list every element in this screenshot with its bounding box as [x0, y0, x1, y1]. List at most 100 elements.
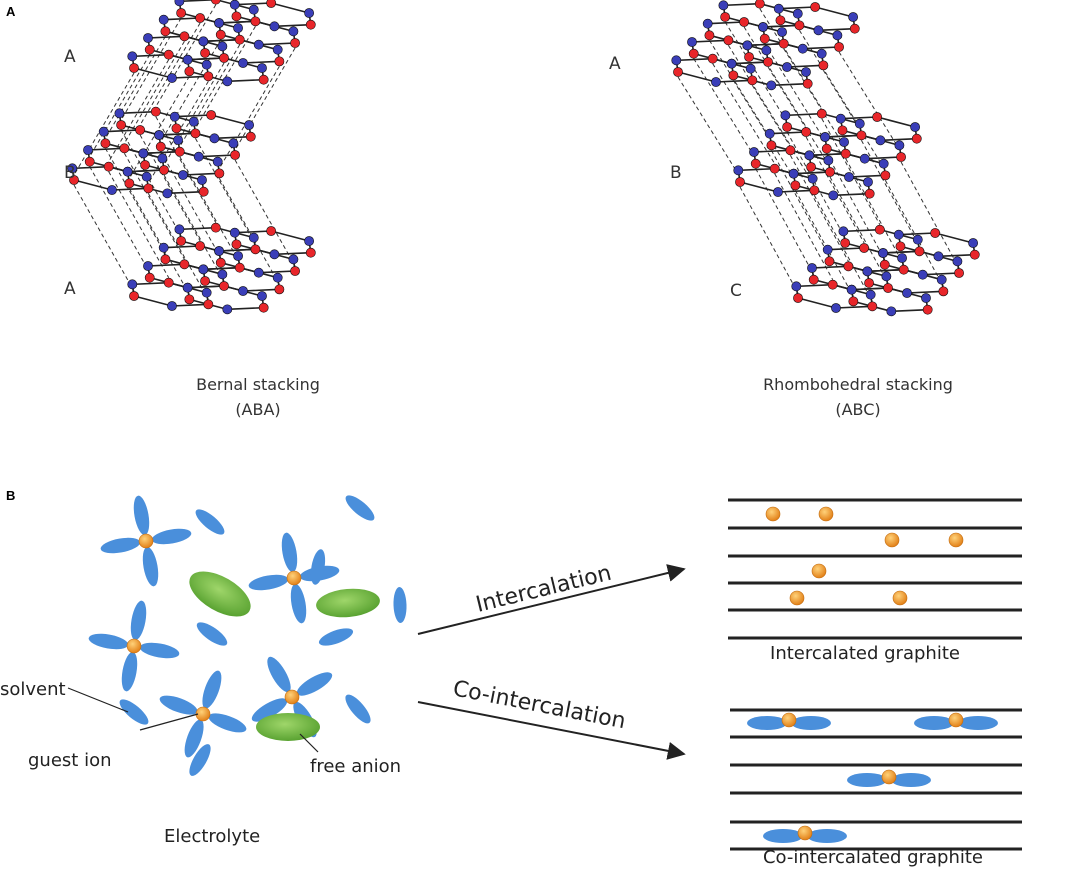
solvation-shell-molecule: [130, 600, 147, 641]
interlayer-dashed-line: [123, 41, 185, 144]
interlayer-dashed-line: [759, 8, 823, 109]
carbon-atom-b: [269, 249, 280, 260]
carbon-atom-a: [818, 60, 829, 71]
carbon-atom-b: [764, 128, 775, 139]
carbon-atom-a: [198, 186, 209, 197]
interlayer-dashed-line: [73, 184, 135, 292]
interlayer-dashed-line: [195, 138, 256, 245]
carbon-atom-b: [902, 288, 912, 298]
carbon-atom-b: [209, 133, 220, 144]
solvent-molecule: [345, 495, 375, 521]
carbon-atom-a: [184, 294, 195, 305]
carbon-atom-a: [124, 178, 135, 189]
carbon-atom-b: [742, 40, 753, 51]
carbon-atom-a: [274, 284, 285, 295]
solvation-shell-molecule: [267, 656, 291, 693]
carbon-atom-a: [84, 156, 95, 167]
carbon-atom-a: [219, 53, 229, 63]
carbon-atom-a: [245, 131, 256, 142]
interlayer-dashed-line: [160, 39, 222, 142]
carbon-atom-b: [244, 120, 255, 130]
carbon-atom-b: [127, 279, 138, 290]
interlayer-dashed-line: [234, 47, 296, 151]
carbon-atom-a: [200, 48, 210, 58]
graphene-layer-3: [791, 224, 980, 317]
solvation-shell-molecule: [121, 651, 138, 692]
carbon-atom-b: [831, 303, 841, 313]
graphene-layer-2: [67, 106, 256, 199]
co-intercalated-solvent: [807, 829, 847, 843]
co-intercalated-solvent: [914, 716, 954, 730]
carbon-atom-a: [864, 278, 874, 288]
bernal-stacking-lattice: [67, 0, 316, 315]
carbon-atom-b: [733, 165, 744, 176]
carbon-atom-a: [825, 167, 835, 177]
carbon-atom-a: [210, 0, 221, 5]
carbon-atom-a: [206, 110, 217, 120]
carbon-atom-b: [188, 116, 199, 127]
carbon-atom-b: [83, 145, 93, 155]
carbon-atom-b: [67, 163, 78, 174]
solvent-molecule: [318, 628, 354, 646]
carbon-atom-b: [933, 251, 944, 262]
solvation-shell-molecule: [290, 583, 307, 624]
interlayer-dashed-line: [108, 171, 170, 278]
panel-a-letter: A: [6, 4, 16, 19]
interlayer-dashed-line: [799, 30, 862, 131]
carbon-atom-b: [711, 77, 721, 87]
carbon-atom-a: [274, 56, 285, 67]
bernal-caption-line2: (ABA): [235, 400, 280, 419]
interlayer-dashed-line: [155, 116, 217, 223]
interlayer-dashed-line: [108, 59, 170, 162]
carbon-atom-a: [200, 276, 210, 286]
carbon-atom-a: [778, 38, 789, 49]
interlayer-dashed-line: [821, 118, 881, 225]
carbon-atom-a: [775, 15, 786, 26]
carbon-atom-b: [304, 236, 315, 246]
intercalated-ion: [811, 563, 827, 579]
carbon-atom-b: [894, 140, 905, 151]
interlayer-dashed-line: [861, 140, 920, 247]
interlayer-dashed-line: [160, 151, 222, 258]
carbon-atom-b: [288, 254, 299, 265]
guest-ion: [284, 689, 300, 705]
carbon-atom-a: [195, 13, 206, 23]
interlayer-dashed-line: [709, 40, 772, 141]
carbon-atom-b: [671, 55, 682, 66]
carbon-atom-b: [801, 67, 811, 77]
carbon-atom-a: [258, 74, 269, 85]
carbon-atom-a: [159, 165, 169, 175]
carbon-atom-b: [127, 51, 138, 62]
carbon-atom-a: [707, 53, 718, 64]
carbon-atom-b: [122, 166, 133, 177]
carbon-atom-b: [968, 238, 979, 248]
carbon-atom-b: [198, 264, 209, 275]
solvent-leader-line: [67, 687, 129, 713]
carbon-atom-a: [704, 30, 715, 41]
carbon-atom-b: [214, 18, 224, 28]
solvent-molecule: [196, 622, 228, 646]
carbon-atom-b: [193, 151, 204, 162]
interlayer-dashed-line: [805, 136, 865, 244]
intercalated-graphite-label: Intercalated graphite: [770, 643, 960, 664]
interlayer-dashed-line: [770, 150, 830, 257]
solvent-molecule: [119, 699, 149, 725]
carbon-atom-b: [288, 26, 299, 37]
carbon-atom-b: [257, 291, 267, 301]
carbon-atom-a: [69, 175, 79, 185]
intercalation-arrow-label: Intercalation: [474, 561, 614, 618]
interlayer-dashed-line: [104, 36, 166, 139]
carbon-atom-a: [809, 185, 820, 196]
carbon-atom-b: [745, 63, 756, 74]
graphene-layer-1: [127, 0, 316, 87]
carbon-atom-a: [195, 241, 206, 251]
carbon-atom-a: [266, 226, 277, 236]
rhombohedral-stacking-lattice: [671, 0, 980, 317]
bernal-layer-1-label: A: [64, 47, 76, 67]
carbon-atom-a: [219, 281, 229, 291]
co-intercalated-graphite-label: Co-intercalated graphite: [763, 847, 983, 868]
carbon-atom-a: [848, 296, 859, 307]
carbon-atom-a: [816, 108, 827, 119]
graphene-layer-3: [127, 222, 316, 315]
interlayer-dashed-line: [693, 58, 757, 159]
